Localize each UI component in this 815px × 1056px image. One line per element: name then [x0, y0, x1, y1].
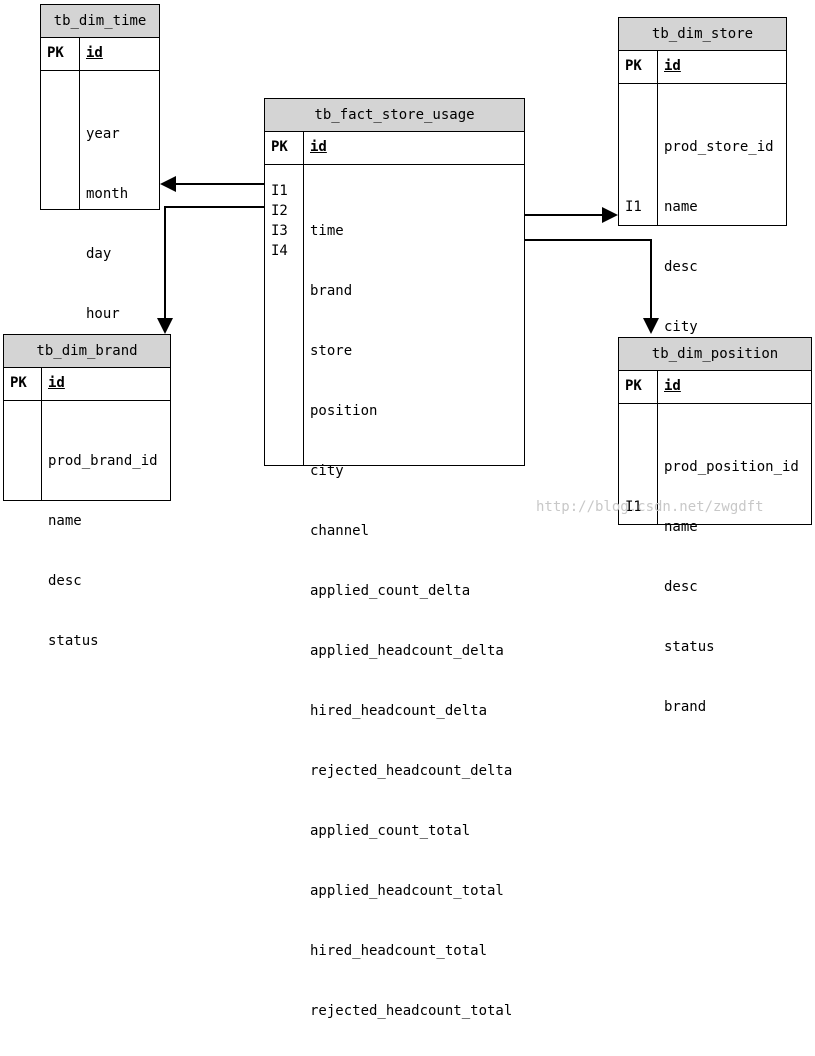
- field-name: name: [48, 513, 82, 529]
- field-city: city: [664, 319, 698, 335]
- entity-title: tb_dim_brand: [4, 335, 170, 368]
- field-hired-headcount-delta: hired_headcount_delta: [310, 703, 488, 719]
- field-desc: desc: [664, 579, 698, 595]
- field-hired-headcount-total: hired_headcount_total: [310, 943, 488, 959]
- field-list: year month day hour quarter week: [41, 71, 159, 442]
- pk-label: PK: [625, 58, 642, 74]
- field-status: status: [664, 639, 715, 655]
- field-rejected-headcount-delta: rejected_headcount_delta: [310, 763, 513, 779]
- field-list: prod_brand_id name desc status: [4, 401, 170, 649]
- field-channel: channel: [310, 523, 370, 539]
- connector-fact-to-position: [525, 239, 652, 321]
- arrowhead-brand: [157, 318, 173, 334]
- watermark: http://blog.csdn.net/zwgdft: [536, 499, 764, 515]
- entity-title: tb_dim_store: [619, 18, 786, 51]
- field-applied-count-delta: applied_count_delta: [310, 583, 471, 599]
- pk-label: PK: [625, 378, 642, 394]
- primary-key-row: PK id: [619, 371, 811, 404]
- entity-title: tb_dim_time: [41, 5, 159, 38]
- field-brand: brand: [310, 283, 353, 299]
- entity-tb-dim-brand: tb_dim_brand PK id prod_brand_id name de…: [3, 334, 171, 649]
- relationship-connectors: [157, 176, 659, 334]
- pk-field: id: [86, 45, 103, 61]
- field-applied-count-total: applied_count_total: [310, 823, 471, 839]
- index-label: I1: [625, 499, 642, 515]
- primary-key-row: PK id: [265, 132, 524, 165]
- field-day: day: [86, 246, 112, 262]
- entity-tb-dim-position: tb_dim_position PK id I1 prod_position_i…: [618, 337, 812, 715]
- entity-title: tb_fact_store_usage: [265, 99, 524, 132]
- field-month: month: [86, 186, 129, 202]
- index-label: I3: [271, 223, 288, 239]
- pk-label: PK: [47, 45, 64, 61]
- pk-field: id: [664, 58, 681, 74]
- pk-field: id: [48, 375, 65, 391]
- field-prod-position-id: prod_position_id: [664, 459, 799, 475]
- field-desc: desc: [48, 573, 82, 589]
- field-store: store: [310, 343, 353, 359]
- field-list: I1 I2 I3 I4 time brand store position ci…: [265, 165, 524, 1019]
- field-desc: desc: [664, 259, 698, 275]
- field-brand: brand: [664, 699, 707, 715]
- connector-fact-to-brand: [164, 206, 264, 322]
- pk-label: PK: [271, 139, 288, 155]
- primary-key-row: PK id: [41, 38, 159, 71]
- field-year: year: [86, 126, 120, 142]
- arrowhead-time: [160, 176, 176, 192]
- field-applied-headcount-total: applied_headcount_total: [310, 883, 504, 899]
- pk-field: id: [664, 378, 681, 394]
- field-position: position: [310, 403, 378, 419]
- field-name: name: [664, 519, 698, 535]
- index-label: I1: [271, 183, 288, 199]
- field-hour: hour: [86, 306, 120, 322]
- pk-label: PK: [10, 375, 27, 391]
- entity-tb-fact-store-usage: tb_fact_store_usage PK id I1 I2 I3 I4 ti…: [264, 98, 525, 1019]
- field-prod-store-id: prod_store_id: [664, 139, 774, 155]
- index-label: I2: [271, 203, 288, 219]
- arrowhead-position: [643, 318, 659, 334]
- field-prod-brand-id: prod_brand_id: [48, 453, 158, 469]
- primary-key-row: PK id: [4, 368, 170, 401]
- field-city: city: [310, 463, 344, 479]
- entity-tb-dim-time: tb_dim_time PK id year month day hour qu…: [40, 4, 160, 442]
- field-name: name: [664, 199, 698, 215]
- pk-field: id: [310, 139, 327, 155]
- field-list: I1 prod_store_id name desc city status b…: [619, 84, 786, 455]
- entity-title: tb_dim_position: [619, 338, 811, 371]
- field-time: time: [310, 223, 344, 239]
- field-rejected-headcount-total: rejected_headcount_total: [310, 1003, 513, 1019]
- entity-tb-dim-store: tb_dim_store PK id I1 prod_store_id name…: [618, 17, 787, 455]
- field-applied-headcount-delta: applied_headcount_delta: [310, 643, 504, 659]
- arrowhead-store: [602, 207, 618, 223]
- index-label: I1: [625, 199, 642, 215]
- field-status: status: [48, 633, 99, 649]
- primary-key-row: PK id: [619, 51, 786, 84]
- index-label: I4: [271, 243, 288, 259]
